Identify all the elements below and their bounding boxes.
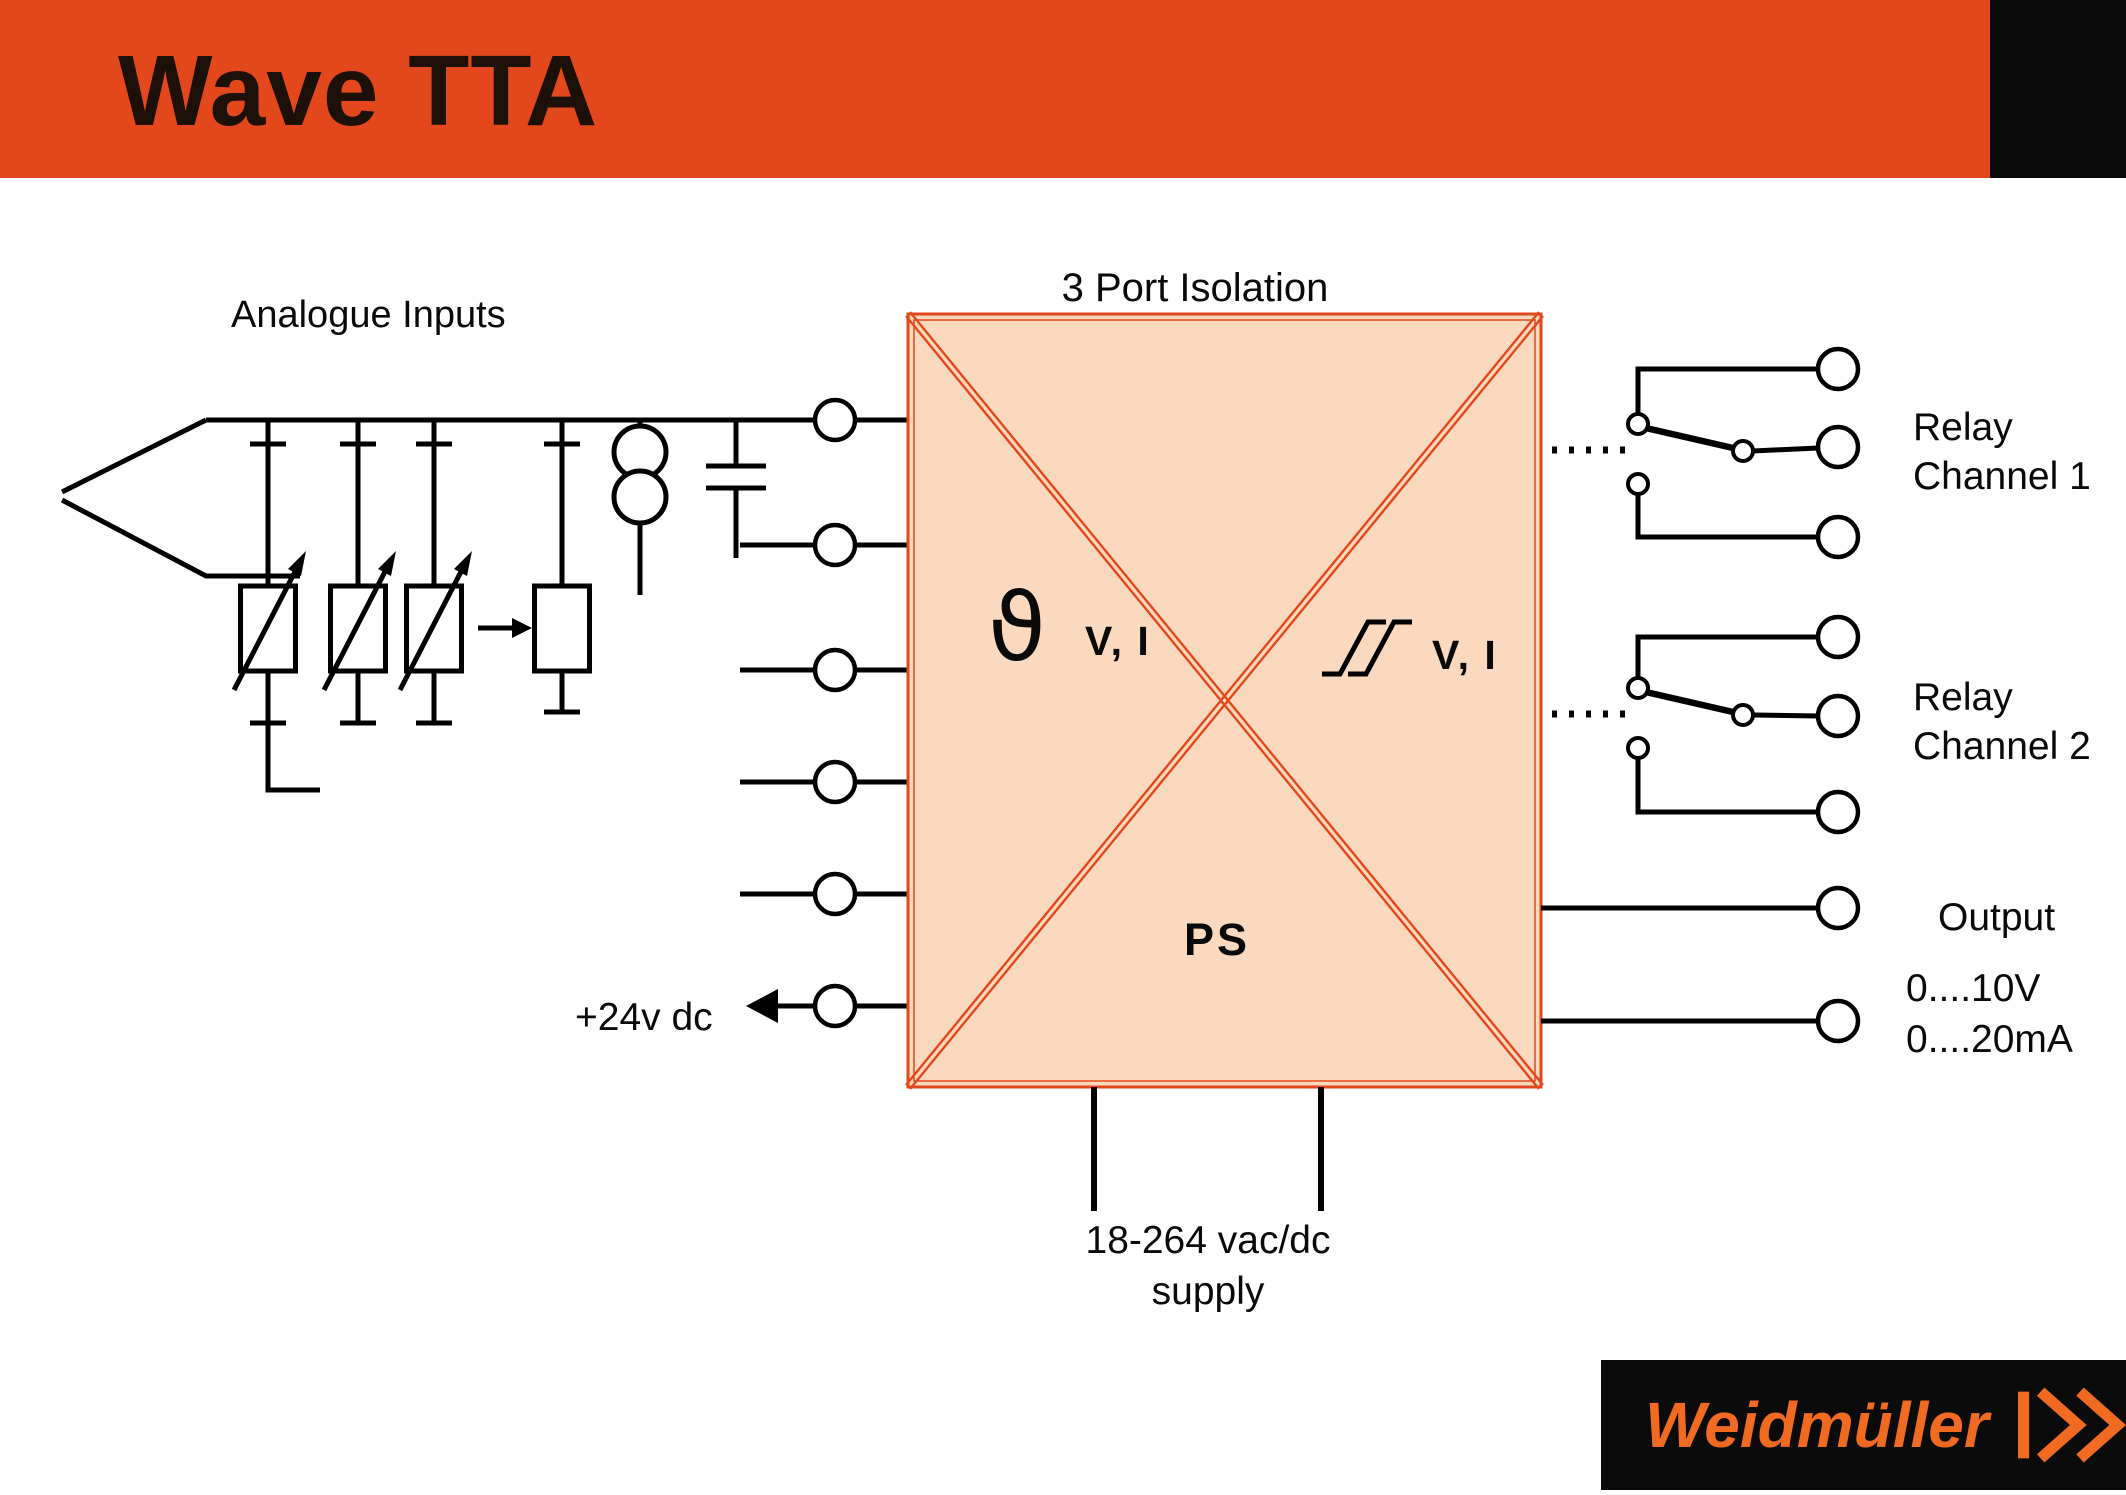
plus24-arrow <box>746 989 815 1023</box>
output-range-label: 0....10V 0....20mA <box>1906 964 2073 1065</box>
header-bar: Wave TTA <box>0 0 2126 178</box>
rtd-symbol-1 <box>231 420 320 793</box>
isolation-title-label: 3 Port Isolation <box>1061 266 1329 310</box>
theta-temperature-icon: ϑ <box>988 574 1047 683</box>
output-terminals <box>1815 346 1861 1044</box>
relay1-contact <box>1552 366 1819 540</box>
vi-left-label: V, I <box>1085 618 1151 664</box>
rtd-symbol-2 <box>321 420 396 726</box>
relay-channel-1-label: Relay Channel 1 <box>1913 404 2091 502</box>
vi-right-label: V, I <box>1432 632 1498 678</box>
label-line: 18-264 vac/dc <box>1085 1219 1331 1262</box>
input-terminals <box>812 397 858 1029</box>
plus24-label: +24v dc <box>575 996 713 1039</box>
supply-label: 18-264 vac/dc supply <box>1086 1216 1331 1317</box>
label-line: Channel 2 <box>1913 724 2091 768</box>
capacitor-icon <box>706 420 766 558</box>
label-line: supply <box>1151 1269 1265 1313</box>
output-lines <box>1541 905 1818 1024</box>
footer-logo-bar: Weidmüller <box>1601 1360 2126 1490</box>
relay-channel-2-label: Relay Channel 2 <box>1913 674 2091 772</box>
label-line: Channel 1 <box>1913 454 2091 498</box>
label-line: Relay <box>1913 406 2013 449</box>
slide-title: Wave TTA <box>118 35 599 147</box>
brand-wordmark: Weidmüller <box>1645 1389 1989 1461</box>
hysteresis-icon <box>1322 619 1412 677</box>
rtd-symbol-3 <box>397 420 472 726</box>
power-supply-label: PS <box>1184 914 1251 965</box>
current-source-icon <box>611 420 669 595</box>
label-line: 0....10V <box>1906 967 2041 1010</box>
weidmueller-chevron-mark-icon <box>2017 1387 2126 1463</box>
isolation-diagonals <box>905 311 1544 1090</box>
analogue-inputs-label: Analogue Inputs <box>231 294 506 336</box>
input-terminal-leads <box>740 542 815 897</box>
label-line: 0....20mA <box>1906 1017 2073 1061</box>
terminal-box-stubs <box>855 417 908 1009</box>
potentiometer-symbol <box>478 420 592 715</box>
isolation-box <box>905 311 1544 1090</box>
output-label: Output <box>1938 896 2056 939</box>
header-corner-block <box>1990 0 2126 178</box>
supply-lines <box>1091 1087 1324 1211</box>
label-line: Relay <box>1913 676 2013 719</box>
relay2-contact <box>1552 634 1819 815</box>
